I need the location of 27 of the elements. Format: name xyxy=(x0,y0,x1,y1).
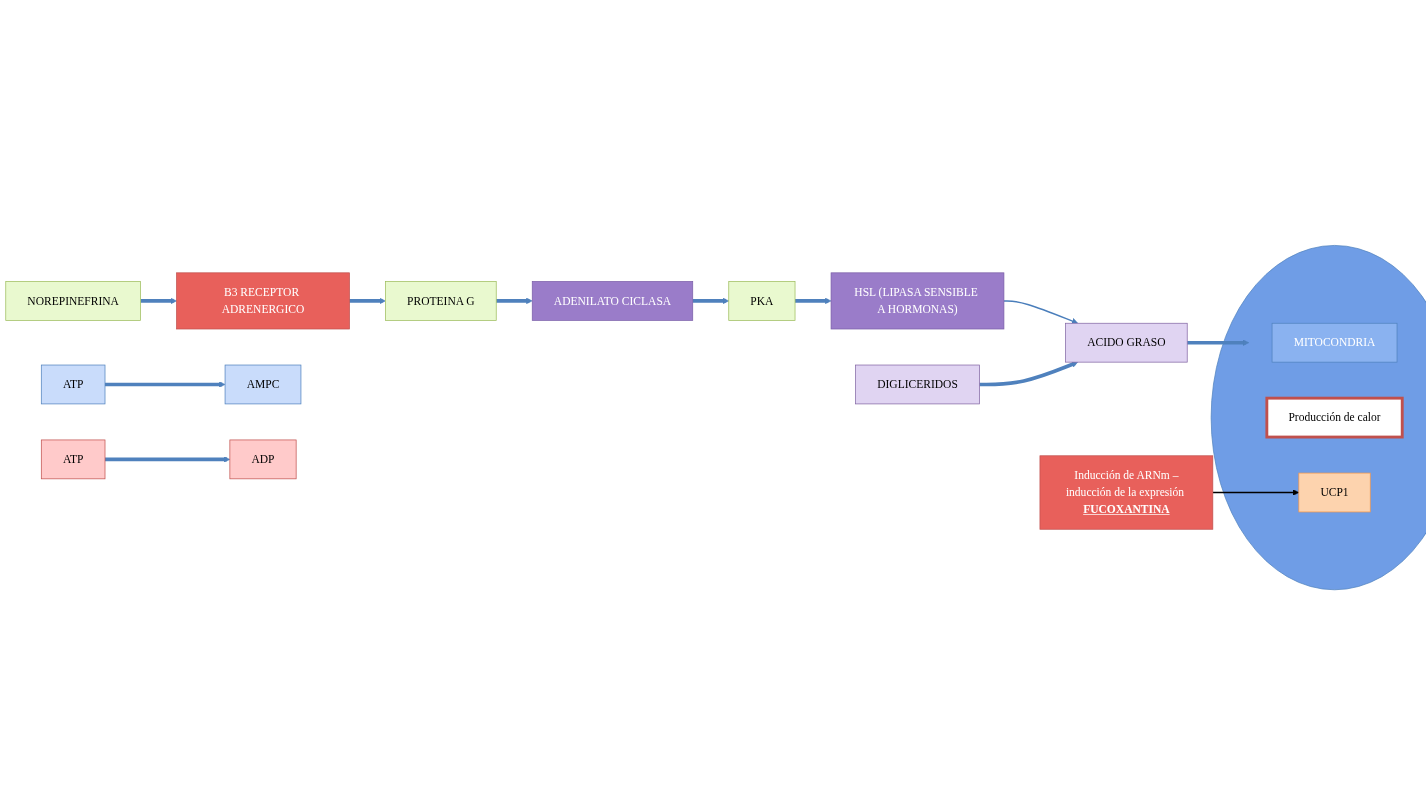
arrow xyxy=(105,456,231,463)
node-box: DIGLICERIDOS xyxy=(855,364,980,405)
arrow xyxy=(1212,489,1300,496)
node-box: NOREPINEFRINA xyxy=(5,281,141,321)
node-box: ADENILATO CICLASA xyxy=(531,281,694,321)
arrow xyxy=(1003,300,1079,325)
arrow xyxy=(795,297,832,305)
node-box: PKA xyxy=(728,281,796,321)
node-box: AMPC xyxy=(224,364,302,405)
arrow xyxy=(692,297,730,305)
node-box: ATP xyxy=(40,364,106,405)
node-box: ACIDO GRASO xyxy=(1065,322,1188,363)
arrow xyxy=(140,297,177,305)
node-box: Inducción de ARNm –inducción de la expresión FUCOXANTINA xyxy=(1039,455,1214,530)
node-box: ATP xyxy=(40,439,106,480)
arrow xyxy=(1187,339,1250,346)
arrow xyxy=(349,297,386,305)
node-box: HSL (LIPASA SENSIBLE A HORMONAS) xyxy=(830,272,1005,330)
arrow xyxy=(496,297,533,305)
node-box: ADP xyxy=(229,439,297,480)
arrow xyxy=(105,381,226,388)
node-box: B3 RECEPTOR ADRENERGICO xyxy=(176,272,350,330)
node-box: PROTEINA G xyxy=(385,281,497,321)
node-box: MITOCONDRIA xyxy=(1271,322,1398,363)
arrow xyxy=(979,361,1079,387)
node-box: UCP1 xyxy=(1298,472,1371,513)
node-box: Producción de calor xyxy=(1265,396,1404,439)
